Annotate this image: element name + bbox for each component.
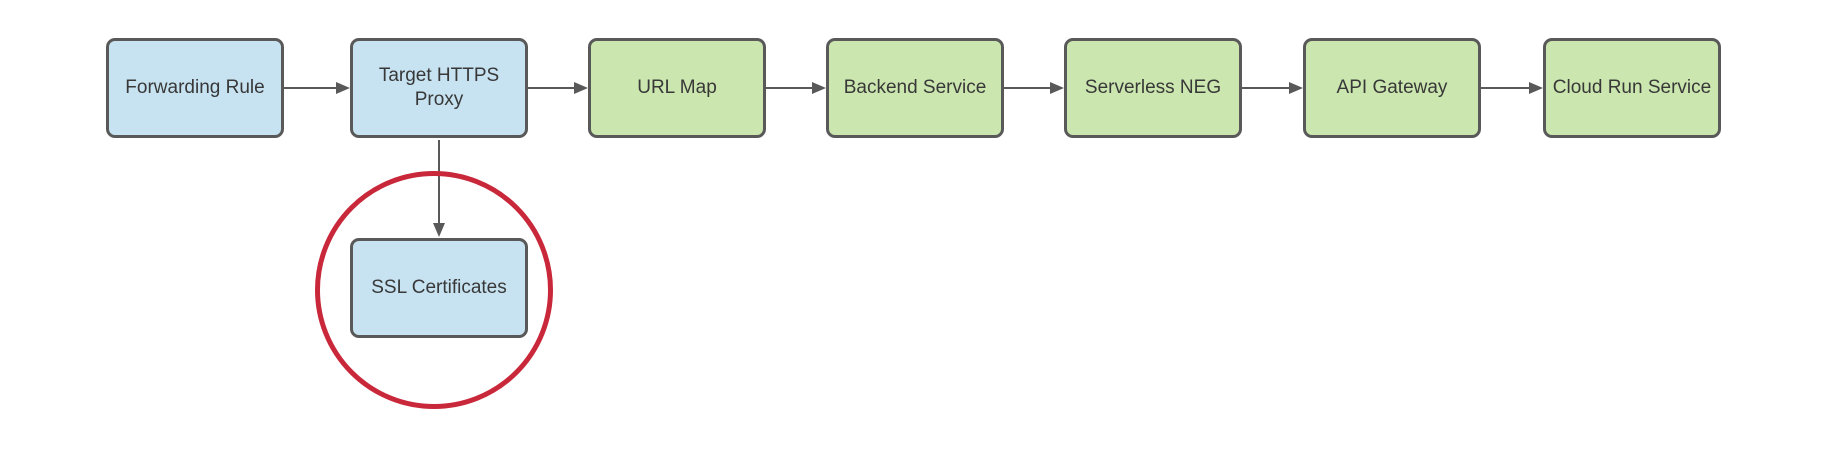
arrow-forwarding-rule-to-target-https-proxy [284,80,350,96]
node-serverless-neg: Serverless NEG [1064,38,1242,138]
arrow-shaft [1004,86,1052,89]
arrow-head-icon [574,82,588,94]
arrow-head-icon [1289,82,1303,94]
node-label: URL Map [637,77,717,99]
node-api-gateway: API Gateway [1303,38,1481,138]
arrow-shaft [528,86,576,89]
node-ssl-certificates: SSL Certificates [350,238,528,338]
arrow-api-gateway-to-cloud-run-service [1481,80,1543,96]
node-label: Cloud Run Service [1552,77,1712,99]
arrow-head-icon [1050,82,1064,94]
node-url-map: URL Map [588,38,766,138]
node-cloud-run-service: Cloud Run Service [1543,38,1721,138]
arrow-shaft [1242,86,1291,89]
arrow-shaft [1481,86,1531,89]
node-label: Backend Service [843,77,987,99]
arrow-url-map-to-backend-service [766,80,826,96]
arrow-backend-service-to-serverless-neg [1004,80,1064,96]
arrow-head-icon [1529,82,1543,94]
node-label: Forwarding Rule [125,77,265,99]
node-label: SSL Certificates [371,277,507,299]
arrow-head-icon [336,82,350,94]
node-target-https-proxy: Target HTTPS Proxy [350,38,528,138]
arrow-shaft [766,86,814,89]
node-backend-service: Backend Service [826,38,1004,138]
node-forwarding-rule: Forwarding Rule [106,38,284,138]
arrow-shaft [284,86,338,89]
arrow-head-icon [812,82,826,94]
arrow-serverless-neg-to-api-gateway [1242,80,1303,96]
arrow-target-https-proxy-to-url-map [528,80,588,96]
node-label: Target HTTPS Proxy [378,65,500,110]
node-label: Serverless NEG [1084,77,1222,99]
node-label: API Gateway [1336,77,1448,99]
highlight-circle [315,171,553,409]
